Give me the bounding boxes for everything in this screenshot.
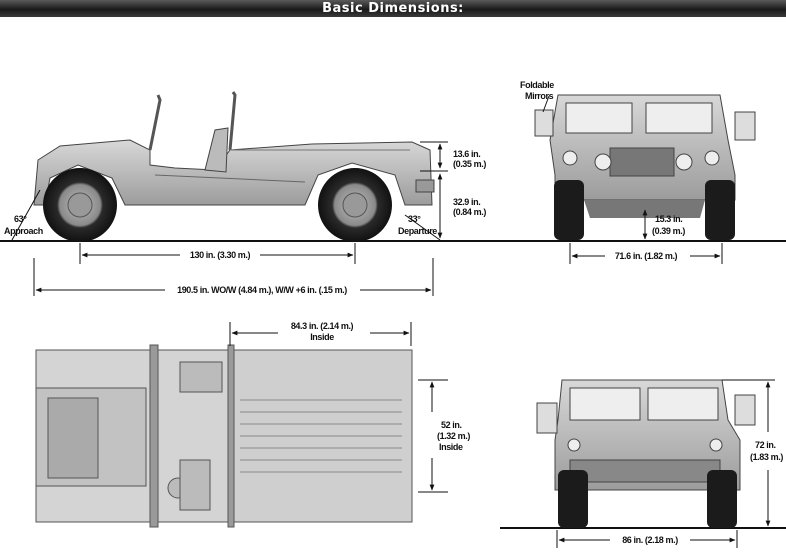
rear-height-label-m: (1.83 m.) [750, 452, 783, 462]
front-vehicle-body [534, 94, 756, 201]
rear-view: 72 in. (1.83 m.) 86 in. (2.18 m.) [500, 379, 786, 548]
roof-height-label-in: 13.6 in. [453, 149, 480, 159]
mirrors-label-2: Mirrors [525, 91, 554, 101]
cargo-length-inside: Inside [310, 332, 334, 342]
top-view: 84.3 in. (2.14 m.) Inside 52 in. (1.32 m… [35, 321, 471, 528]
body-height-label-m: (0.84 m.) [453, 207, 486, 217]
overall-length-label: 190.5 in. WO/W (4.84 m.), W/W +6 in. (.1… [177, 285, 347, 295]
cargo-length-label: 84.3 in. (2.14 m.) [291, 321, 354, 331]
rear-width-label: 86 in. (2.18 m.) [622, 535, 678, 545]
rear-vehicle-body [536, 379, 756, 491]
front-right-tire [705, 180, 735, 240]
ground-clearance-label-m: (0.39 m.) [652, 226, 685, 236]
track-width-label: 71.6 in. (1.82 m.) [615, 251, 678, 261]
rear-left-tire [558, 470, 588, 528]
departure-angle-value: 33° [408, 214, 421, 224]
rear-height-label-in: 72 in. [755, 440, 776, 450]
top-cargo-ribs [240, 399, 402, 473]
wheelbase-label: 130 in. (3.30 m.) [190, 250, 251, 260]
side-view: 13.6 in. (0.35 m.) 32.9 in. (0.84 m.) 63… [0, 91, 786, 296]
ground-clearance-label-in: 15.3 in. [655, 214, 682, 224]
front-view: Foldable Mirrors 15.3 in. (0.39 m.) 71.6… [520, 80, 756, 264]
roof-height-label-m: (0.35 m.) [453, 159, 486, 169]
departure-angle-label: Departure [398, 226, 437, 236]
page-title: Basic Dimensions: [0, 0, 786, 17]
cargo-width-label-m: (1.32 m.) [437, 431, 470, 441]
mirrors-label-1: Foldable [520, 80, 554, 90]
approach-angle-value: 63° [14, 214, 27, 224]
cargo-width-inside: Inside [439, 442, 463, 452]
cargo-width-label-in: 52 in. [441, 420, 462, 430]
side-vehicle-body [33, 91, 435, 206]
front-left-tire [554, 180, 584, 240]
rear-right-tire [707, 470, 737, 528]
approach-angle-label: Approach [4, 226, 43, 236]
body-height-label-in: 32.9 in. [453, 197, 480, 207]
dimensions-diagram: 13.6 in. (0.35 m.) 32.9 in. (0.84 m.) 63… [0, 80, 786, 548]
